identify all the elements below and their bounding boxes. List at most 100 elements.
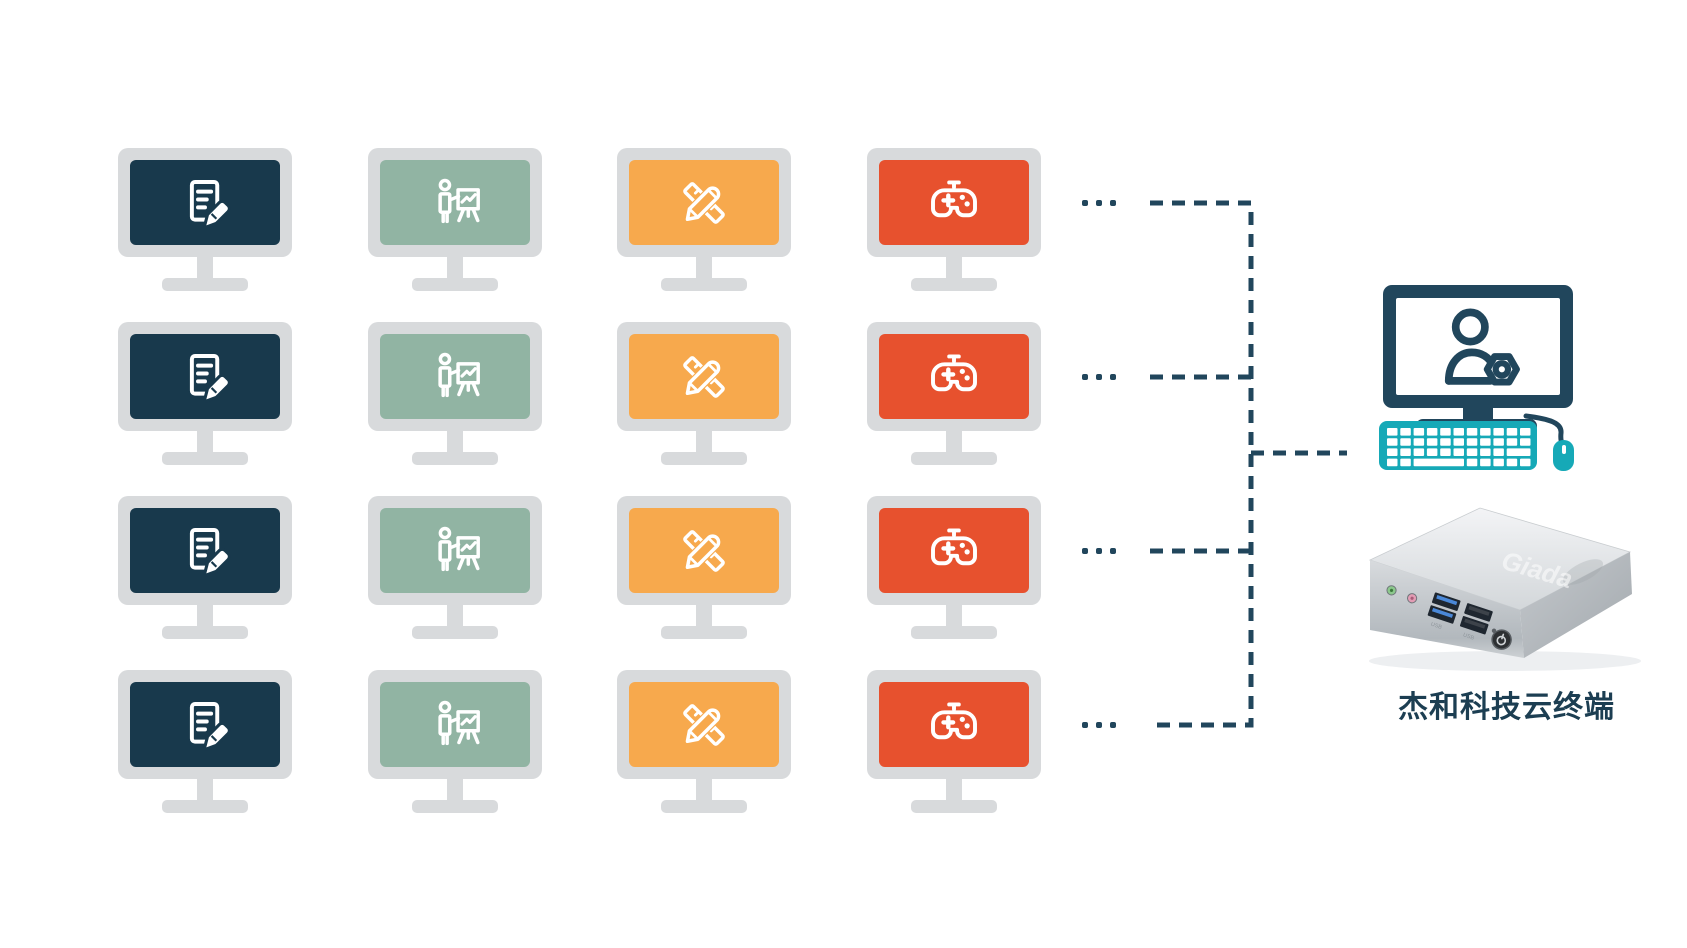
monitor-frame: [867, 148, 1041, 257]
monitor-design-r4: [617, 670, 791, 814]
admin-monitor-screen: [1396, 298, 1560, 395]
monitor-stand-neck: [197, 779, 213, 802]
device-label: 杰和科技云终端: [1398, 691, 1615, 724]
ellipsis-dot: [1110, 200, 1116, 206]
monitor-stand-base: [412, 452, 498, 465]
monitor-office-r3: [118, 496, 292, 640]
monitor-frame: [867, 670, 1041, 779]
usb3-port-stack: [1427, 592, 1461, 624]
monitor-frame: [368, 496, 542, 605]
monitor-stand-base: [911, 452, 997, 465]
monitor-screen: [130, 682, 280, 767]
monitor-stand-base: [661, 626, 747, 639]
monitor-stand-base: [412, 278, 498, 291]
connector-lines: [1150, 200, 1347, 728]
monitor-screen: [879, 334, 1029, 419]
monitor-stand-base: [661, 278, 747, 291]
monitor-screen: [130, 508, 280, 593]
ellipsis-dot: [1096, 200, 1102, 206]
monitor-stand-neck: [447, 605, 463, 628]
monitor-stand-neck: [197, 605, 213, 628]
monitor-gaming-r2: [867, 322, 1041, 466]
monitor-design-r1: [617, 148, 791, 292]
usb-label-2: USB: [1462, 632, 1475, 641]
monitor-design-r2: [617, 322, 791, 466]
monitor-stand-neck: [447, 431, 463, 454]
row-ellipsis-3: [1082, 548, 1116, 554]
monitor-stand-neck: [696, 779, 712, 802]
admin-monitor: [1383, 285, 1573, 408]
monitor-presentation-r4: [368, 670, 542, 814]
mouse: [1553, 440, 1574, 471]
monitor-frame: [118, 496, 292, 605]
monitor-stand-base: [412, 800, 498, 813]
monitor-frame: [118, 148, 292, 257]
mini-pc-shadow: [1369, 651, 1641, 671]
monitor-stand-base: [911, 800, 997, 813]
ellipsis-dot: [1110, 374, 1116, 380]
monitor-gaming-r4: [867, 670, 1041, 814]
monitor-screen: [130, 334, 280, 419]
user-gear-icon: [1426, 307, 1530, 387]
monitor-stand-base: [412, 626, 498, 639]
monitor-stand-base: [162, 626, 248, 639]
ellipsis-dot: [1096, 374, 1102, 380]
monitor-screen: [629, 682, 779, 767]
monitor-stand-neck: [447, 257, 463, 280]
monitor-screen: [879, 160, 1029, 245]
mini-pc-vent-grille: [1562, 559, 1604, 585]
monitor-stand-base: [661, 800, 747, 813]
monitor-screen: [380, 682, 530, 767]
monitor-frame: [617, 322, 791, 431]
usb2-port-stack: [1459, 603, 1493, 635]
monitor-presentation-r1: [368, 148, 542, 292]
monitor-stand-neck: [197, 431, 213, 454]
monitor-screen: [629, 508, 779, 593]
monitor-gaming-r3: [867, 496, 1041, 640]
monitor-stand-neck: [946, 257, 962, 280]
ellipsis-dot: [1110, 548, 1116, 554]
monitor-office-r2: [118, 322, 292, 466]
monitor-frame: [617, 148, 791, 257]
mini-pc: Giada USB USB: [1368, 507, 1641, 671]
ellipsis-dot: [1082, 548, 1088, 554]
monitor-stand-base: [162, 452, 248, 465]
monitor-stand-base: [162, 800, 248, 813]
keyboard: [1379, 421, 1537, 470]
row-ellipsis-2: [1082, 374, 1116, 380]
monitor-screen: [380, 334, 530, 419]
monitor-stand-neck: [946, 431, 962, 454]
monitor-frame: [617, 670, 791, 779]
ellipsis-dot: [1082, 200, 1088, 206]
monitor-stand-base: [162, 278, 248, 291]
mouse-scroll-wheel: [1561, 445, 1566, 454]
monitor-screen: [879, 682, 1029, 767]
monitor-stand-neck: [946, 605, 962, 628]
ellipsis-dot: [1096, 548, 1102, 554]
monitor-office-r4: [118, 670, 292, 814]
monitor-screen: [629, 334, 779, 419]
monitor-stand-base: [911, 278, 997, 291]
monitor-frame: [368, 670, 542, 779]
monitor-frame: [867, 322, 1041, 431]
ellipsis-dot: [1082, 722, 1088, 728]
ellipsis-dot: [1082, 374, 1088, 380]
connector-row-1-and-4: [1150, 200, 1254, 728]
monitor-screen: [879, 508, 1029, 593]
monitor-stand-neck: [696, 605, 712, 628]
monitor-stand-neck: [946, 779, 962, 802]
admin-monitor-stand-neck: [1463, 406, 1493, 422]
monitor-stand-neck: [696, 431, 712, 454]
row-ellipsis-4: [1082, 722, 1116, 728]
monitor-stand-base: [661, 452, 747, 465]
monitor-frame: [617, 496, 791, 605]
ellipsis-dot: [1110, 722, 1116, 728]
monitor-screen: [130, 160, 280, 245]
monitor-frame: [368, 322, 542, 431]
mic-jack-hole: [1410, 596, 1414, 600]
monitor-presentation-r2: [368, 322, 542, 466]
monitor-frame: [118, 322, 292, 431]
monitor-presentation-r3: [368, 496, 542, 640]
